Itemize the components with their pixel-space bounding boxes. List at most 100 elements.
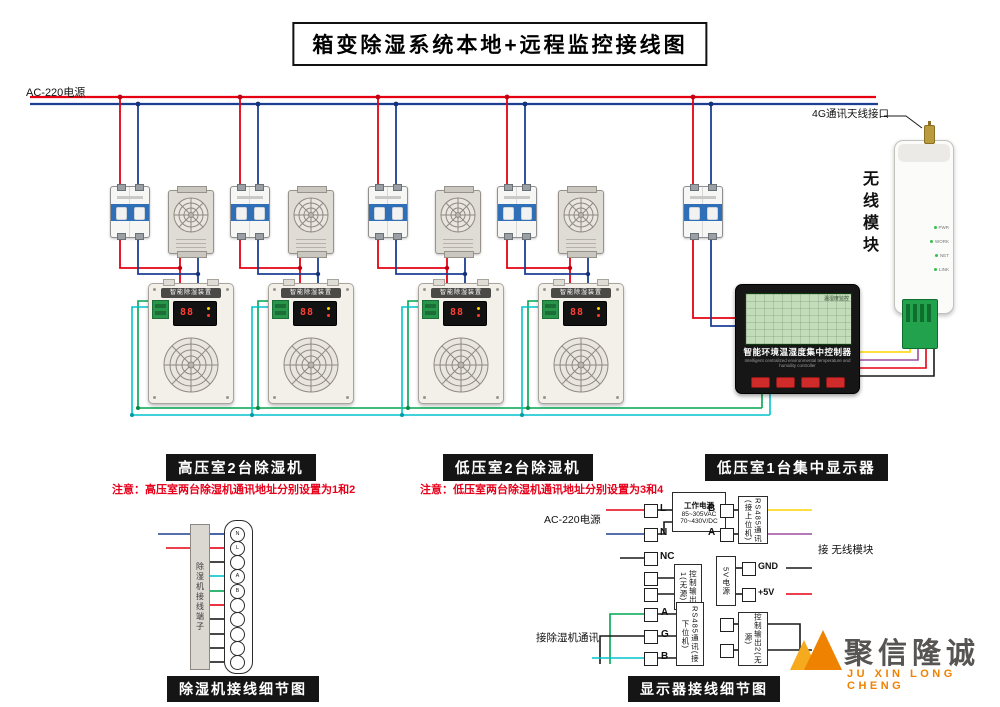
circuit-breaker-3 [368,184,408,240]
breaker-marking [504,196,530,199]
status-led-red [207,314,210,317]
breaker-marking [237,196,263,199]
breaker-marking [117,196,143,199]
logo-text-cn: 聚信隆诚 [844,638,981,670]
breaker-terminal [117,184,126,191]
module-top-cap [898,144,950,162]
dehumidifier-name-strip: 智能除湿装置 [161,288,221,298]
breaker-terminal [117,233,126,240]
terminal-square-L [644,504,658,518]
breaker-marking [690,196,716,199]
dehumidifier-1: 智能除湿装置 88 [148,279,234,404]
gnd-label: GND [758,561,778,571]
section-label-low-voltage: 低压室2台除湿机 [443,454,593,481]
comm-terminal-block [152,300,169,319]
breaker-terminal [690,184,699,191]
module-led: LINK [933,267,949,272]
terminal-circle: L [230,541,245,556]
power-module-4 [558,186,604,258]
rs485-downlink-box: RS485通讯(接下位机) [676,602,704,666]
mounting-flange [297,251,327,258]
controller-name-en: Intelligent centralized environmental te… [744,358,851,369]
breaker-terminal [393,233,402,240]
terminal-square-N [644,528,658,542]
breaker-toggle [254,207,265,220]
mounting-flange [567,186,597,193]
breaker-toggle [134,207,145,220]
terminal-circle: A [230,569,245,584]
power-module-1 [168,186,214,258]
dehumidifier-2: 智能除湿装置 88 [268,279,354,404]
dehumidifier-display: 88 [443,301,487,326]
mounting-ear [477,279,489,286]
fan-grille-icon [440,197,476,233]
mounting-ear [433,279,445,286]
controller-button [775,377,795,388]
mounting-ear [207,279,219,286]
controller-name: 智能环境温湿度集中控制器 [743,347,852,357]
mounting-flange [297,186,327,193]
comm-terminal-block [272,300,289,319]
terminal-label-A2: A [708,527,716,538]
section-label-display-room: 低压室1台集中显示器 [705,454,888,481]
breaker-toggle [689,207,700,220]
status-led-red [597,314,600,317]
breaker-toggle [392,207,403,220]
dehumidifier-terminal-strip: N L A B [224,520,253,674]
mounting-ear [283,279,295,286]
vent-slots [176,238,206,248]
vent-slots [443,238,473,248]
terminal-square-out2 [720,644,734,658]
module-led: PWR [933,225,949,230]
terminal-circle [230,598,245,613]
terminal-label-B: B [661,651,669,662]
wireless-module: PWR WORK NET LINK [894,121,954,314]
terminal-label-B2: B [708,503,716,514]
terminal-circle [230,627,245,642]
breaker-toggle [374,207,385,220]
status-led-yellow [597,307,600,310]
power-5v-box: 5V电源 [716,556,736,606]
mounting-ear [553,279,565,286]
terminal-label-N: N [660,527,668,538]
breaker-terminal [708,233,717,240]
fan-grille-icon [433,337,489,393]
terminal-square-G [644,630,658,644]
power-module-2 [288,186,334,258]
terminal-circle [230,612,245,627]
fan-grille-icon [163,337,219,393]
mounting-flange [444,186,474,193]
terminal-square-out1 [644,588,658,602]
logo-mountain-front-icon [804,630,842,670]
terminal-square-out2 [720,618,734,632]
fan-grille-icon [553,337,609,393]
breaker-terminal [690,233,699,240]
logo-text-en: JU XIN LONG CHENG [847,668,956,692]
circuit-breaker-2 [230,184,270,240]
controller-button [750,377,770,388]
controller-lcd: 温湿度监控 [745,293,852,345]
ac-power-label: AC-220电源 [544,514,601,526]
note-high-voltage: 注意：高压室两台除湿机通讯地址分别设置为1和2 [112,484,356,496]
status-led-yellow [207,307,210,310]
status-led-yellow [327,307,330,310]
breaker-terminal [375,233,384,240]
mounting-flange [177,186,207,193]
breaker-terminal [255,184,264,191]
breaker-terminal [504,184,513,191]
terminal-circle [230,641,245,656]
breaker-terminal [522,233,531,240]
fan-grille-icon [293,197,329,233]
status-led-red [477,314,480,317]
caption-dehumidifier-detail: 除湿机接线细节图 [167,676,319,702]
circuit-breaker-5 [683,184,723,240]
mounting-ear [163,279,175,286]
fan-grille-icon [173,197,209,233]
wireless-module-link-label: 接 无线模块 [818,544,874,556]
dehumidifier-3: 智能除湿装置 88 [418,279,504,404]
mounting-ear [327,279,339,286]
breaker-terminal [237,184,246,191]
module-led: NET [935,253,949,258]
rs485-uplink-box: RS485通讯(接上位机) [738,496,768,544]
breaker-toggle [521,207,532,220]
